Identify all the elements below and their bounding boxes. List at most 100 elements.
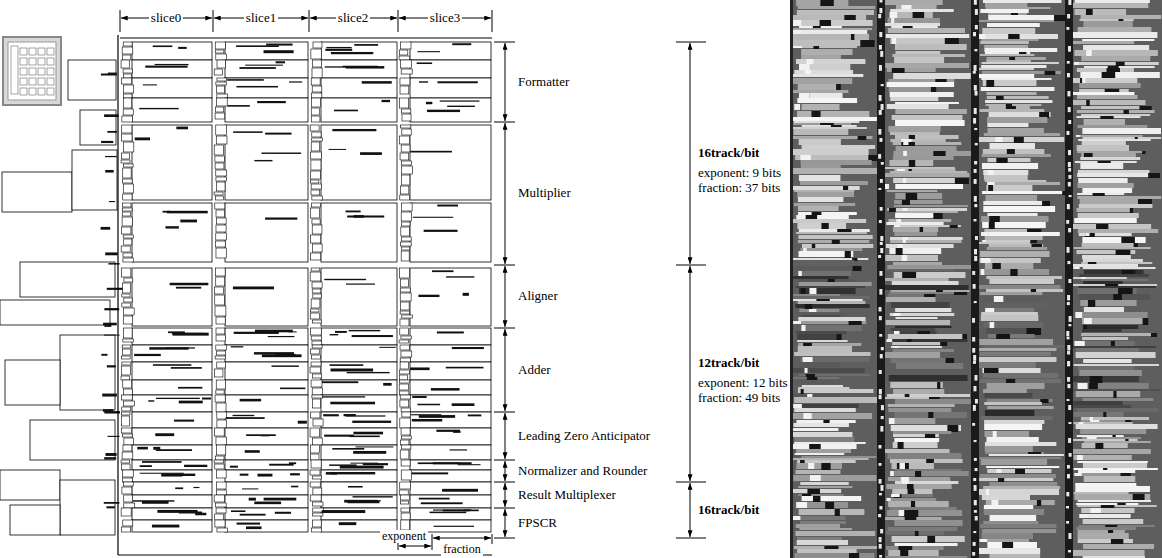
cell-block <box>123 316 132 324</box>
wire-bar <box>347 372 390 373</box>
photo-speck <box>1067 204 1070 209</box>
wire-bar <box>349 330 381 331</box>
photo-stripe <box>981 78 1051 80</box>
photo-shadow <box>860 40 874 47</box>
wire-bar <box>166 347 195 348</box>
inset-cell <box>20 78 27 85</box>
photo-shadow <box>989 222 995 229</box>
photo-stripe <box>1073 376 1139 382</box>
cell-block <box>313 520 322 527</box>
inset-cell <box>29 58 36 65</box>
photo-stripe <box>1082 141 1126 145</box>
circuit-block <box>410 495 491 508</box>
photo-stripe <box>894 225 961 227</box>
wire-bar <box>231 510 245 512</box>
photo-highlight <box>890 471 894 476</box>
photo-stripe <box>980 258 1041 263</box>
photo-stripe <box>985 410 1034 416</box>
photo-speck <box>973 118 976 124</box>
photo-stripe <box>894 412 967 418</box>
wire-bar <box>446 276 474 277</box>
cell-block <box>217 362 226 368</box>
wire-bar <box>344 500 378 503</box>
photo-stripe <box>1081 279 1147 281</box>
photo-stripe <box>1074 364 1159 366</box>
photo-stripe <box>798 389 874 393</box>
photo-stripe <box>984 133 1060 136</box>
photo-stripe <box>885 397 936 399</box>
circuit-block <box>225 482 308 495</box>
cell-block <box>312 345 322 348</box>
photo-stripe <box>1080 199 1142 204</box>
wire-bar <box>291 486 298 488</box>
wire-bar <box>155 64 189 65</box>
photo-highlight <box>995 137 1002 142</box>
tick-line <box>494 482 515 483</box>
cell-block <box>216 170 227 176</box>
photo-stripe <box>1074 412 1124 417</box>
cell-block <box>401 513 410 520</box>
cell-block <box>399 268 409 278</box>
photo-stripe <box>894 205 968 207</box>
photo-stripe <box>1073 32 1158 38</box>
cell-block <box>399 490 408 495</box>
photo-stripe <box>983 0 1062 3</box>
photo-stripe <box>1075 312 1148 318</box>
wire-bar <box>330 472 375 474</box>
photo-stripe <box>793 219 866 223</box>
photo-speck <box>1067 474 1070 478</box>
photo-stripe <box>1078 178 1127 183</box>
cell-block <box>401 495 410 500</box>
cell-block <box>402 412 411 417</box>
photo-stripe <box>983 170 1028 175</box>
cell-block <box>122 55 130 60</box>
wire-bar <box>352 421 391 423</box>
wire-bar <box>227 79 264 81</box>
cell-block <box>311 268 320 271</box>
photo-highlight <box>981 87 989 91</box>
cell-block <box>124 503 135 508</box>
wire-bar <box>266 44 292 46</box>
cell-block <box>312 68 322 78</box>
photo-shadow <box>835 509 840 516</box>
inset-cell <box>20 58 27 65</box>
photo-stripe <box>895 543 958 546</box>
photo-stripe <box>890 313 954 316</box>
photo-speck <box>1069 453 1072 457</box>
cell-block <box>217 412 227 419</box>
photo-stripe <box>988 232 1060 236</box>
photo-stripe <box>1072 224 1151 229</box>
photo-stripe <box>1082 39 1154 41</box>
photo-stripe <box>887 190 938 192</box>
photo-stripe <box>1076 352 1156 358</box>
wire-bar <box>104 308 119 310</box>
track-note: 16track/bit <box>698 503 759 517</box>
wire-bar <box>424 230 458 232</box>
tick-line <box>494 328 515 329</box>
photo-shadow <box>845 251 851 258</box>
cell-block <box>121 246 130 252</box>
photo-stripe <box>887 394 970 397</box>
circuit-block <box>225 98 308 122</box>
photo-stripe <box>797 192 854 197</box>
photo-stripe <box>794 442 865 444</box>
photo-speck <box>973 32 976 36</box>
photo-speck <box>974 196 977 202</box>
photo-speck <box>972 552 975 556</box>
photo-shadow <box>996 96 1004 100</box>
photo-shadow <box>945 38 959 45</box>
wire-bar <box>344 414 356 416</box>
photo-stripe <box>794 190 854 192</box>
photo-stripe <box>796 502 848 508</box>
wire-bar <box>173 475 188 476</box>
photo-stripe <box>888 219 951 222</box>
photo-stripe <box>885 517 942 520</box>
photo-stripe <box>1072 550 1144 556</box>
photo-stripe <box>797 540 848 545</box>
wire-bar <box>257 474 272 477</box>
circuit-block <box>410 98 491 122</box>
cell-block <box>216 437 227 445</box>
wire-bar <box>249 498 256 501</box>
cell-block <box>401 175 409 185</box>
photo-stripe <box>889 87 937 92</box>
